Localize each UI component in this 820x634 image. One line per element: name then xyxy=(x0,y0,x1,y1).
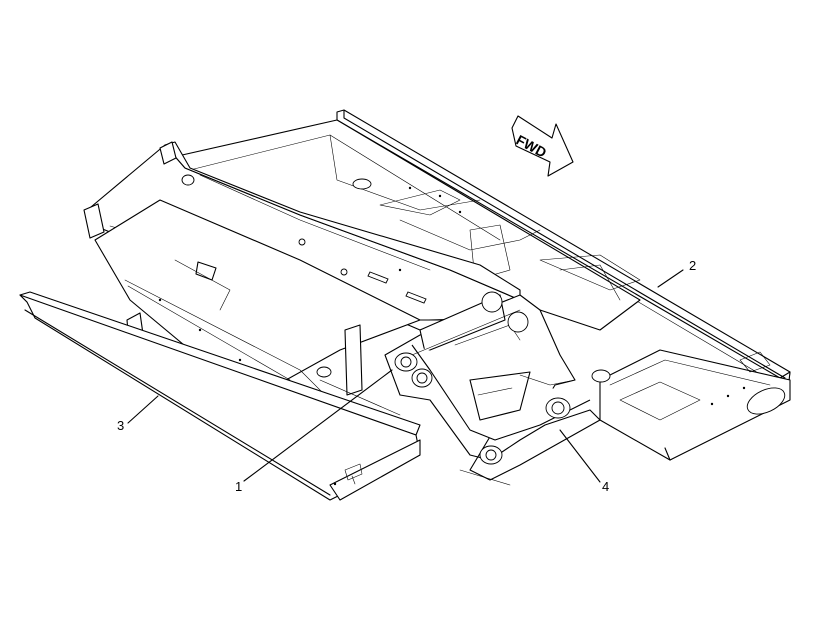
callout-1-leader xyxy=(243,369,393,482)
callout-1: 1 xyxy=(235,479,242,494)
callout-4-leader xyxy=(559,429,601,483)
center-swing-bracket xyxy=(384,291,601,486)
callout-4: 4 xyxy=(602,479,609,494)
callout-leaders xyxy=(127,269,684,483)
callout-2-leader xyxy=(657,269,684,288)
callout-3: 3 xyxy=(117,418,124,433)
left-side-rail xyxy=(19,291,421,501)
fwd-direction-arrow: FWD xyxy=(511,115,574,177)
callout-2: 2 xyxy=(689,258,696,273)
right-side-rail xyxy=(336,109,791,461)
callout-labels: 1 2 3 4 xyxy=(117,258,696,494)
callout-3-leader xyxy=(127,395,159,424)
